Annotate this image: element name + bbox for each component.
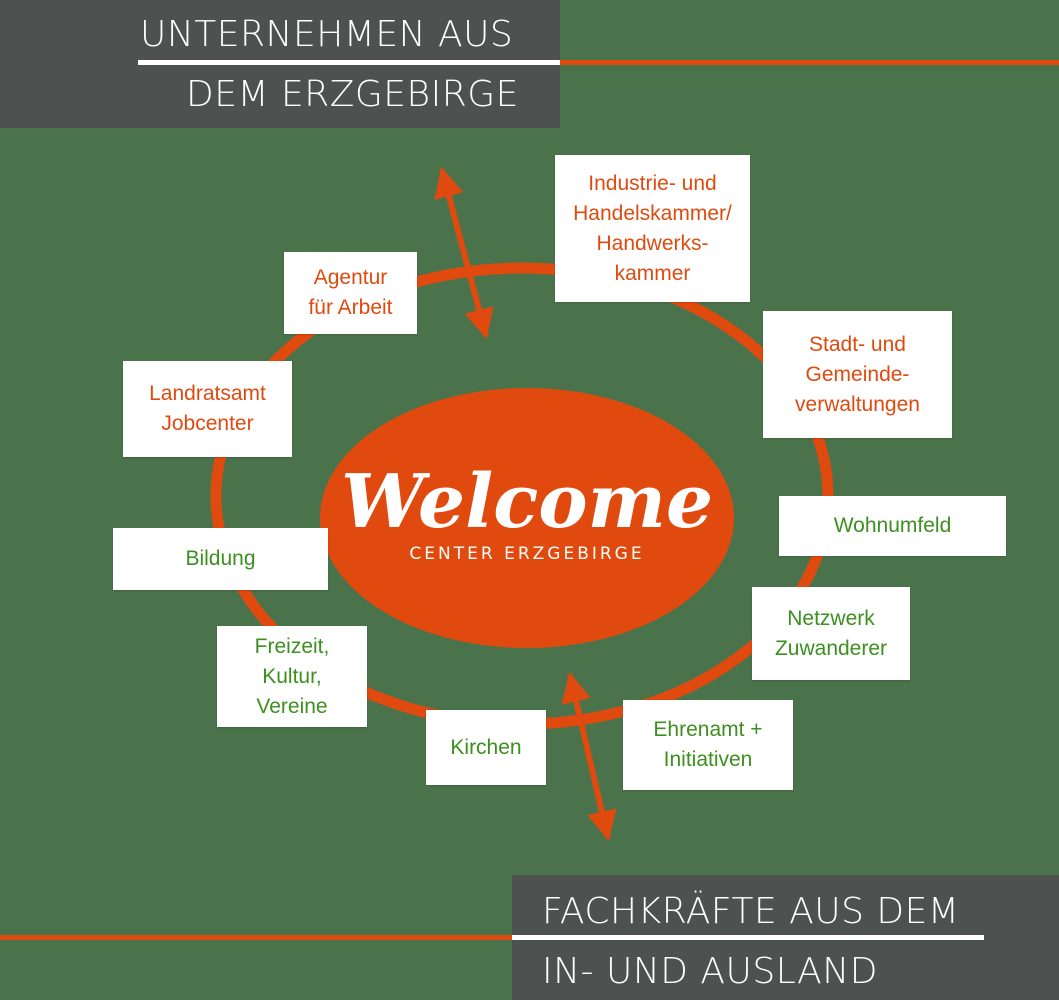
node-agentur: Agentur für Arbeit [284, 252, 417, 334]
welcome-center-logo: Welcome CENTER ERZGEBIRGE [320, 388, 734, 648]
node-ehrenamt-line: Ehrenamt + [653, 718, 763, 741]
bottom-double-arrow [561, 672, 617, 841]
node-stadt-line: verwaltungen [795, 392, 920, 416]
node-agentur-line: Agentur [313, 266, 388, 289]
footer-rule-white [512, 935, 984, 940]
node-ihk-line: kammer [614, 261, 691, 285]
header-line-1: UNTERNEHMEN AUS [140, 14, 514, 55]
node-ihk-line: Handelskammer/ [573, 201, 732, 225]
welcome-wordmark: Welcome [340, 459, 714, 545]
node-wohnumfeld-line: Wohnumfeld [833, 514, 952, 537]
node-netzwerk-line: Zuwanderer [774, 636, 888, 660]
node-ehrenamt-line: Initiativen [663, 748, 753, 771]
node-bildung: Bildung [113, 528, 328, 590]
footer-rule-orange [0, 935, 512, 940]
node-ihk-line: Industrie- und [588, 171, 717, 195]
node-stadt-line: Stadt- und [809, 332, 906, 356]
header-rule-orange [560, 60, 1059, 65]
center-ellipse [320, 388, 734, 648]
node-landratsamt-line: Jobcenter [161, 412, 254, 435]
node-netzwerk-zuwanderer: Netzwerk Zuwanderer [752, 587, 910, 680]
header-rule-white [138, 60, 560, 65]
node-stadt-gemeinde: Stadt- und Gemeinde- verwaltungen [763, 311, 952, 438]
node-stadt-line: Gemeinde- [805, 362, 910, 386]
node-landratsamt-line: Landratsamt [149, 382, 266, 405]
footer-line-1: FACHKRÄFTE AUS DEM [542, 891, 960, 932]
node-kirchen-line: Kirchen [450, 735, 522, 759]
footer-line-2: IN- UND AUSLAND [542, 951, 878, 992]
header-line-2: DEM ERZGEBIRGE [186, 74, 519, 115]
node-wohnumfeld: Wohnumfeld [779, 496, 1006, 556]
node-netzwerk-line: Netzwerk [787, 606, 875, 630]
node-kirchen: Kirchen [426, 710, 546, 785]
node-landratsamt: Landratsamt Jobcenter [123, 361, 292, 457]
node-ehrenamt: Ehrenamt + Initiativen [623, 700, 793, 790]
node-freizeit-line: Kultur, [262, 664, 322, 688]
top-double-arrow [434, 167, 494, 339]
node-agentur-line: für Arbeit [308, 296, 393, 319]
welcome-subtitle: CENTER ERZGEBIRGE [409, 544, 645, 564]
node-freizeit-line: Freizeit, [254, 634, 330, 658]
node-ihk-line: Handwerks- [596, 231, 709, 255]
node-freizeit: Freizeit, Kultur, Vereine [217, 626, 367, 727]
node-bildung-line: Bildung [185, 547, 256, 570]
node-ihk: Industrie- und Handelskammer/ Handwerks-… [555, 155, 750, 302]
node-freizeit-line: Vereine [256, 694, 328, 718]
